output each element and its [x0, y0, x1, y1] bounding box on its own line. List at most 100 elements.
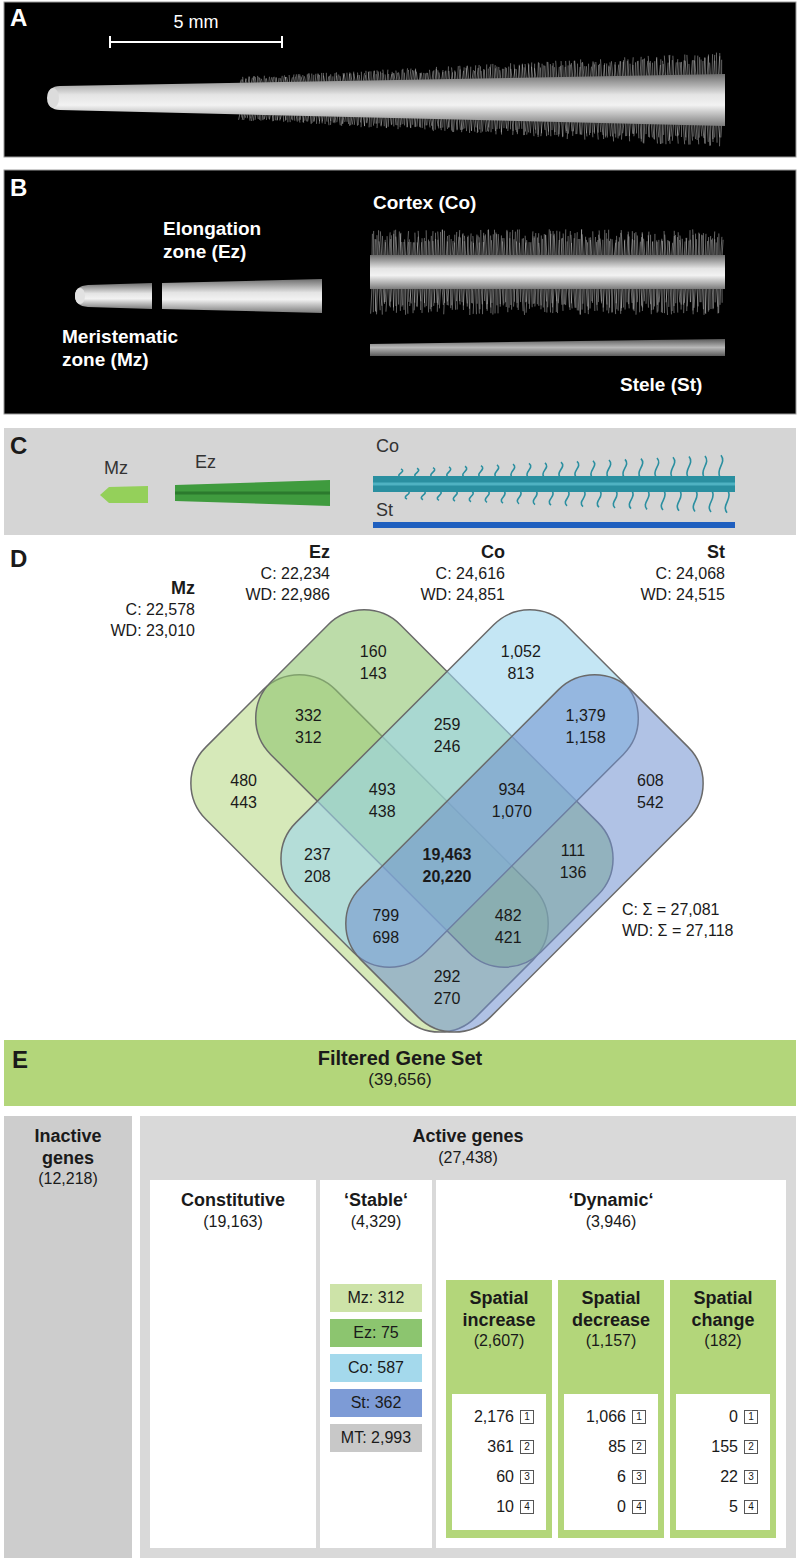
- root-hair: [586, 240, 587, 257]
- root-hair: [452, 241, 453, 257]
- root-hair: [394, 73, 395, 81]
- root-hair: [506, 230, 508, 257]
- root-hair: [519, 66, 521, 79]
- schematic-label: Mz: [104, 458, 128, 480]
- root-hair: [249, 76, 251, 83]
- root-hair: [422, 287, 423, 313]
- root-hair: [672, 124, 673, 141]
- root-hair: [640, 57, 641, 77]
- root-hair: [437, 70, 439, 80]
- root-hair: [364, 116, 365, 126]
- root-hair: [505, 120, 507, 129]
- root-hair: [534, 287, 535, 303]
- root-hair: [260, 114, 261, 121]
- pattern-column: Spatial increase(2,607)2,17613612603104: [446, 1280, 552, 1538]
- root-hair-schematic: [661, 491, 665, 510]
- root-hair: [289, 115, 291, 123]
- root-hair: [395, 287, 396, 306]
- root-hair: [387, 70, 389, 81]
- root-hair: [716, 125, 717, 143]
- root-hair: [408, 70, 409, 81]
- root-hair: [697, 287, 699, 312]
- root-hair: [422, 238, 423, 257]
- root-hair: [663, 124, 664, 135]
- root-hair: [338, 75, 339, 82]
- root-hair: [430, 236, 432, 257]
- root-hair-schematic: [581, 491, 585, 507]
- root-hair: [714, 239, 715, 257]
- root-hair: [523, 120, 524, 135]
- root-hair: [559, 231, 560, 257]
- root-hair: [462, 234, 463, 257]
- root-hair: [660, 123, 661, 143]
- root-hair: [710, 287, 711, 309]
- root-hair: [594, 122, 595, 132]
- root-hair: [486, 64, 487, 79]
- root-hair: [407, 287, 409, 314]
- boxed-index: 4: [632, 1500, 646, 1514]
- root-hair: [516, 230, 517, 257]
- root-hair: [544, 121, 545, 130]
- root-hair: [611, 61, 612, 77]
- root-hair: [701, 124, 702, 136]
- root-hair: [544, 234, 545, 257]
- root-hair: [669, 55, 670, 76]
- gene-count: 60: [464, 1468, 514, 1486]
- root-hair: [342, 116, 343, 124]
- root-hair: [556, 231, 557, 257]
- root-hair: [378, 71, 379, 81]
- root-hair: [524, 67, 526, 78]
- root-hair: [299, 76, 300, 83]
- boxed-index: 2: [520, 1440, 534, 1454]
- root-hair: [582, 287, 584, 304]
- root-hair: [710, 125, 711, 146]
- root-hair: [617, 122, 618, 138]
- count-list-box: 01155222354: [676, 1394, 770, 1530]
- root-hair: [296, 74, 297, 82]
- venn-count: 270: [434, 989, 461, 1009]
- root-hair: [708, 55, 709, 76]
- root-hair: [541, 235, 542, 257]
- root-hair: [416, 118, 418, 127]
- root-hair: [451, 118, 453, 130]
- root-hair: [698, 233, 700, 257]
- root-hair: [442, 118, 443, 127]
- root-hair-schematic: [399, 469, 403, 477]
- root-hair: [404, 117, 405, 125]
- root-hair: [576, 287, 578, 310]
- root-hair: [588, 64, 589, 78]
- root-hair: [537, 287, 538, 304]
- root-hair: [407, 231, 408, 257]
- root-hair: [526, 287, 527, 313]
- root-hair: [429, 241, 430, 257]
- root-hair: [648, 235, 650, 257]
- root-hair: [565, 287, 567, 305]
- root-hair: [646, 287, 647, 304]
- root-hair: [523, 238, 524, 257]
- root-hair: [552, 121, 553, 130]
- root-hair: [443, 72, 444, 80]
- root-hair-schematic: [671, 457, 675, 477]
- root-hair: [448, 71, 450, 80]
- root-hair: [414, 118, 416, 127]
- venn-count: 136: [560, 863, 587, 883]
- root-hair: [371, 287, 372, 314]
- root-hair: [623, 62, 625, 77]
- root-hair: [639, 287, 640, 312]
- root-hair-schematic: [527, 463, 531, 477]
- root-hair: [450, 287, 451, 308]
- root-hair: [712, 287, 714, 309]
- root-hair: [628, 287, 630, 308]
- root-hair: [634, 287, 635, 311]
- root-hair: [654, 123, 655, 139]
- root-hair: [395, 230, 396, 257]
- root-hair: [404, 287, 405, 310]
- root-hair: [678, 62, 680, 76]
- root-hair: [572, 121, 573, 136]
- root-hair: [591, 287, 592, 301]
- root-hair: [694, 55, 696, 75]
- venn-count: 542: [637, 793, 664, 813]
- root-hair: [679, 124, 680, 136]
- root-hair: [643, 123, 644, 143]
- root-hair: [417, 242, 418, 257]
